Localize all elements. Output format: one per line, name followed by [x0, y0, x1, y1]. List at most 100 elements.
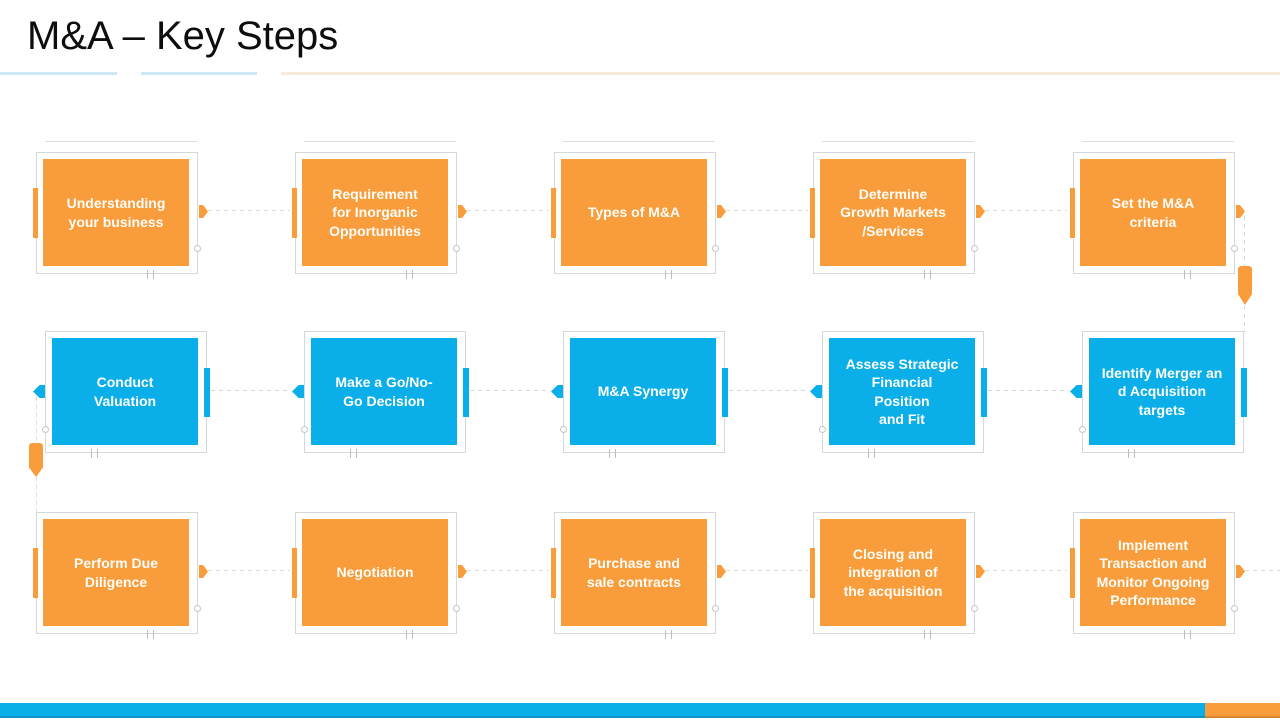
step-fill: Assess Strategic Financial Position and … [829, 338, 975, 445]
step-label: Purchase and sale contracts [586, 555, 682, 590]
step-label: Identify Merger an d Acquisition targets [1101, 364, 1223, 418]
side-tab [1241, 368, 1247, 417]
step-box-negotiation[interactable]: Negotiation [292, 512, 467, 639]
step-label: Negotiation [336, 564, 414, 581]
step-label: Implement Transaction and Monitor Ongoin… [1096, 536, 1210, 608]
step-box-perform-due-diligence[interactable]: Perform Due Diligence [33, 512, 208, 639]
arrow-right-icon [717, 565, 726, 578]
selection-handle-dot [1231, 605, 1238, 612]
step-fill: Make a Go/No- Go Decision [311, 338, 457, 445]
side-tab [292, 548, 297, 598]
page-title: M&A – Key Steps [27, 14, 339, 58]
arrow-right-icon [1236, 565, 1245, 578]
side-tab [1070, 548, 1075, 598]
arrow-down-icon [1238, 266, 1252, 305]
selection-handle-dot [42, 426, 49, 433]
connector-dash [467, 210, 549, 211]
connector-dash [726, 210, 808, 211]
connector-dash [467, 570, 549, 571]
connector-dash [208, 210, 290, 211]
decor-line [304, 141, 456, 142]
adjust-ticks [1128, 449, 1136, 458]
selection-handle-dot [712, 605, 719, 612]
adjust-ticks [609, 449, 617, 458]
arrow-right-icon [458, 205, 467, 218]
step-fill: Implement Transaction and Monitor Ongoin… [1080, 519, 1226, 626]
arrow-right-icon [717, 205, 726, 218]
selection-handle-dot [453, 245, 460, 252]
step-box-determine-growth-markets[interactable]: Determine Growth Markets /Services [810, 141, 985, 279]
step-label: Determine Growth Markets /Services [840, 185, 946, 239]
step-fill: Conduct Valuation [52, 338, 198, 445]
arrow-right-icon [199, 565, 208, 578]
arrow-right-icon [199, 205, 208, 218]
step-label: Requirement for Inorganic Opportunities [329, 185, 421, 239]
adjust-ticks [1184, 270, 1192, 279]
step-box-closing-integration[interactable]: Closing and integration of the acquisiti… [810, 512, 985, 639]
connector-dash [36, 477, 37, 512]
step-fill: M&A Synergy [570, 338, 716, 445]
side-tab [204, 368, 210, 417]
adjust-ticks [91, 449, 99, 458]
connector-dash [211, 390, 292, 391]
step-fill: Identify Merger an d Acquisition targets [1089, 338, 1235, 445]
connector-dash [985, 210, 1067, 211]
side-tab [33, 548, 38, 598]
step-box-go-no-go-decision[interactable]: Make a Go/No- Go Decision [292, 331, 469, 458]
selection-handle-dot [971, 605, 978, 612]
step-box-types-of-ma[interactable]: Types of M&A [551, 141, 726, 279]
title-underline-segment [281, 72, 1280, 75]
connector-dash [36, 397, 37, 443]
footer-bar-blue [0, 703, 1205, 718]
adjust-ticks [147, 270, 155, 279]
step-fill: Requirement for Inorganic Opportunities [302, 159, 448, 266]
step-fill: Closing and integration of the acquisiti… [820, 519, 966, 626]
step-label: Assess Strategic Financial Position and … [845, 355, 959, 427]
step-box-conduct-valuation[interactable]: Conduct Valuation [33, 331, 210, 458]
decor-line [563, 141, 715, 142]
decor-line [1082, 141, 1234, 142]
adjust-ticks [1184, 630, 1192, 639]
step-label: Perform Due Diligence [73, 555, 159, 590]
step-box-assess-strategic-position[interactable]: Assess Strategic Financial Position and … [810, 331, 987, 458]
connector-dash [1244, 306, 1245, 332]
step-fill: Purchase and sale contracts [561, 519, 707, 626]
side-tab [292, 188, 297, 238]
step-box-implement-transaction[interactable]: Implement Transaction and Monitor Ongoin… [1070, 512, 1245, 639]
step-label: Make a Go/No- Go Decision [335, 374, 433, 409]
selection-handle-dot [194, 245, 201, 252]
arrow-right-icon [976, 565, 985, 578]
connector-dash [726, 570, 808, 571]
adjust-ticks [868, 449, 876, 458]
arrow-right-icon [976, 205, 985, 218]
side-tab [722, 368, 728, 417]
selection-handle-dot [1231, 245, 1238, 252]
arrow-down-icon [29, 443, 43, 477]
footer-bar-orange [1205, 703, 1280, 718]
title-underline-segment [0, 72, 117, 75]
step-box-identify-targets[interactable]: Identify Merger an d Acquisition targets [1070, 331, 1247, 458]
step-fill: Types of M&A [561, 159, 707, 266]
adjust-ticks [665, 630, 673, 639]
selection-handle-dot [560, 426, 567, 433]
arrow-left-icon [292, 385, 304, 398]
selection-handle-dot [194, 605, 201, 612]
step-box-ma-synergy[interactable]: M&A Synergy [551, 331, 728, 458]
side-tab [810, 188, 815, 238]
step-box-set-ma-criteria[interactable]: Set the M&A criteria [1070, 141, 1245, 279]
selection-handle-dot [301, 426, 308, 433]
step-box-purchase-sale-contracts[interactable]: Purchase and sale contracts [551, 512, 726, 639]
step-label: Closing and integration of the acquisiti… [843, 545, 943, 599]
adjust-ticks [924, 270, 932, 279]
adjust-ticks [406, 630, 414, 639]
step-fill: Negotiation [302, 519, 448, 626]
side-tab [981, 368, 987, 417]
connector-dash [988, 390, 1069, 391]
side-tab [463, 368, 469, 417]
step-label: M&A Synergy [597, 383, 689, 400]
step-box-requirement-inorganic[interactable]: Requirement for Inorganic Opportunities [292, 141, 467, 279]
selection-handle-dot [819, 426, 826, 433]
step-box-understanding-your-business[interactable]: Understanding your business [33, 141, 208, 279]
arrow-right-icon [458, 565, 467, 578]
